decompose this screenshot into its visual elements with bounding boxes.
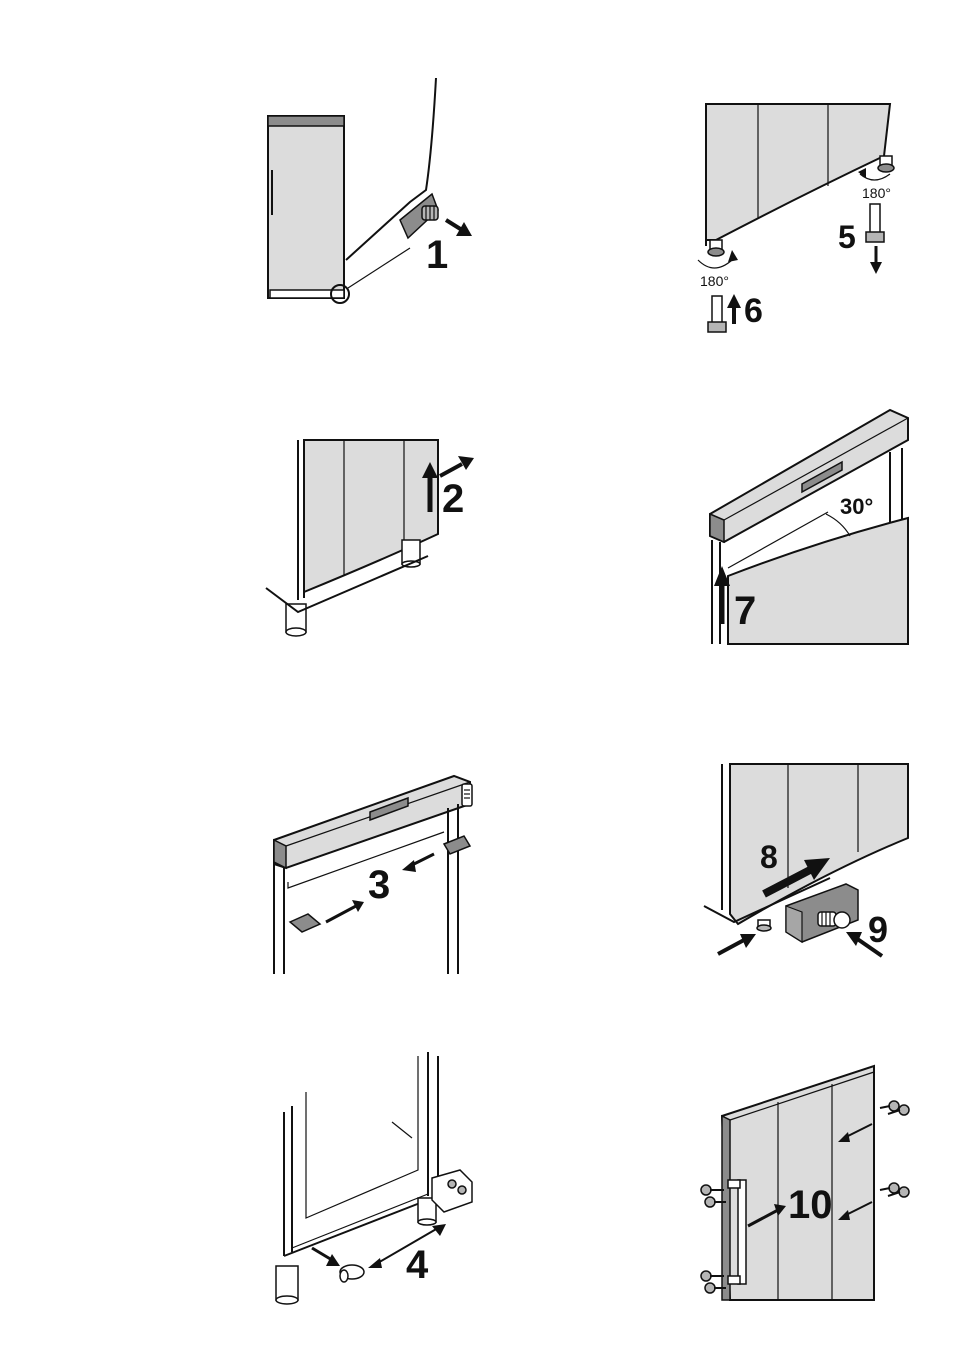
door-panel: [304, 440, 438, 592]
screw-pair-icon: [880, 1183, 909, 1197]
panel-step-8-9: 8 9: [700, 760, 910, 970]
insert-arrow-icon: [718, 934, 756, 954]
step-number-9: 9: [868, 909, 888, 950]
step-number-3: 3: [368, 863, 390, 907]
panel-step-5-6: 180° 180° 5 6: [690, 100, 910, 350]
appliance-body: [268, 116, 344, 298]
step-number-5: 5: [838, 219, 856, 255]
step-7-illustration: 30° 7: [706, 400, 916, 644]
move-arrow-icon: [402, 854, 434, 872]
panel-step-10: 10: [694, 1062, 914, 1306]
up-arrow-icon: [727, 294, 741, 324]
adjustable-foot-icon: [276, 1266, 298, 1304]
step-number-4: 4: [406, 1243, 429, 1287]
step-number-8: 8: [760, 839, 778, 875]
step-2-illustration: 2: [262, 440, 482, 640]
panel-step-7: 30° 7: [706, 400, 916, 644]
step-8-9-illustration: 8 9: [700, 760, 910, 970]
panel-step-2: 2: [262, 440, 482, 640]
step-number-6: 6: [744, 292, 763, 330]
detail-leader-line: [348, 248, 410, 288]
step-number-7: 7: [734, 589, 756, 633]
screw-pair-icon: [880, 1101, 909, 1115]
rotation-label-right: 180°: [862, 185, 891, 201]
door-angle-label: 30°: [840, 494, 873, 519]
loose-foot-icon: [866, 204, 884, 242]
loose-foot-icon: [708, 296, 726, 332]
move-arrow-icon: [326, 900, 364, 922]
appliance-top-panel: [268, 116, 344, 126]
hinge-screw-icon: [818, 912, 850, 928]
step-number-10: 10: [788, 1183, 833, 1227]
step-4-illustration: 4: [262, 1052, 482, 1308]
top-hinge-bracket-icon: [290, 914, 320, 932]
adjustable-foot-icon: [708, 240, 724, 256]
top-cover: [274, 776, 470, 868]
adjustable-foot-icon: [757, 920, 771, 931]
appliance-plinth: [270, 290, 344, 298]
move-arrow-icon: [312, 1248, 340, 1266]
screw-icon: [462, 784, 472, 806]
pull-away-arrow-icon: [440, 456, 474, 476]
rotation-label-left: 180°: [700, 273, 729, 289]
step-10-illustration: 10: [694, 1062, 914, 1306]
hinge-screw-icon: [422, 206, 438, 220]
zoomed-door-edge: [346, 78, 436, 260]
step-number-2: 2: [442, 477, 464, 521]
panel-step-3: 3: [264, 736, 484, 976]
down-arrow-icon: [870, 246, 882, 274]
step-1-illustration: 1: [250, 70, 510, 330]
cover-plug-icon: [340, 1265, 364, 1282]
step-number-1: 1: [426, 233, 448, 277]
pull-out-arrow-icon: [446, 220, 472, 236]
adjustable-foot-icon: [878, 156, 894, 172]
step-5-6-illustration: 180° 180° 5 6: [690, 100, 910, 350]
panel-step-1: 1: [250, 70, 510, 330]
panel-step-4: 4: [262, 1052, 482, 1308]
rotate-arrow-icon: [698, 260, 732, 268]
bottom-hinge-block-icon: [432, 1170, 472, 1212]
step-3-illustration: 3: [264, 736, 484, 976]
